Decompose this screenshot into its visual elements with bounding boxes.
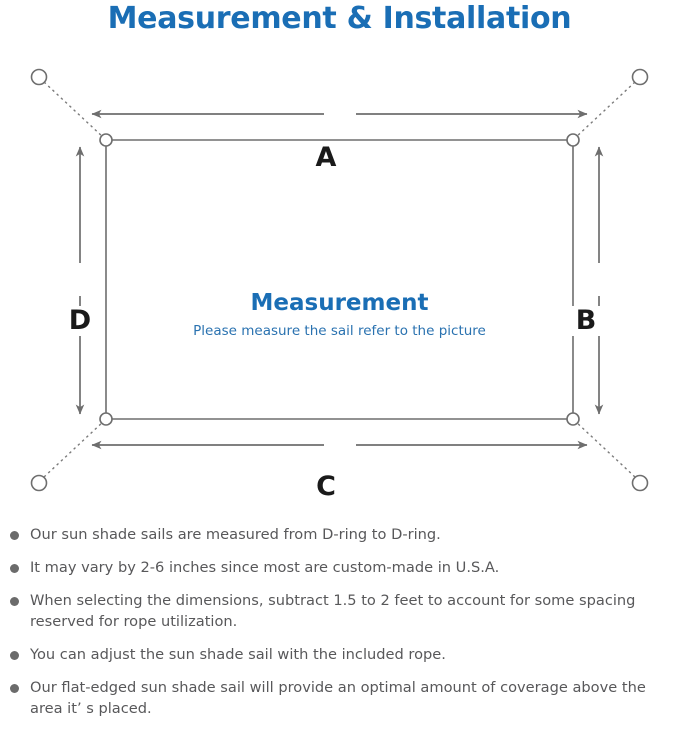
bullet-icon — [10, 684, 19, 693]
anchor-point-top-left — [30, 68, 48, 86]
notes-list: Our sun shade sails are measured from D-… — [0, 524, 679, 731]
rope-top-right — [574, 81, 636, 139]
list-item: Our flat-edged sun shade sail will provi… — [0, 677, 679, 719]
dimension-label-a: A — [306, 143, 346, 173]
sun-shade-sail-measurement-diagram: Measurement Please measure the sail refe… — [0, 48, 679, 518]
note-text: It may vary by 2-6 inches since most are… — [30, 559, 500, 576]
bullet-icon — [10, 531, 19, 540]
sail-rectangle — [105, 139, 574, 420]
anchor-point-top-right — [631, 68, 649, 86]
anchor-point-bottom-left — [30, 474, 48, 492]
note-text: Our sun shade sails are measured from D-… — [30, 526, 441, 543]
rope-top-left — [43, 81, 105, 139]
anchor-point-bottom-right — [631, 474, 649, 492]
dimension-label-d: D — [60, 306, 100, 336]
list-item: You can adjust the sun shade sail with t… — [0, 644, 679, 665]
dimension-label-c: C — [306, 472, 346, 502]
rope-bottom-left — [43, 420, 105, 478]
dimension-label-b: B — [566, 306, 606, 336]
note-text: You can adjust the sun shade sail with t… — [30, 646, 446, 663]
bullet-icon — [10, 597, 19, 606]
note-text: When selecting the dimensions, subtract … — [30, 592, 636, 630]
list-item: When selecting the dimensions, subtract … — [0, 590, 679, 632]
d-ring-top-right — [566, 133, 580, 147]
d-ring-bottom-left — [99, 412, 113, 426]
bullet-icon — [10, 651, 19, 660]
bullet-icon — [10, 564, 19, 573]
list-item: Our sun shade sails are measured from D-… — [0, 524, 679, 545]
diagram-svg — [30, 68, 649, 492]
d-ring-bottom-right — [566, 412, 580, 426]
d-ring-top-left — [99, 133, 113, 147]
note-text: Our flat-edged sun shade sail will provi… — [30, 679, 646, 717]
rope-bottom-right — [574, 420, 636, 478]
page-title: Measurement & Installation — [107, 1, 572, 36]
list-item: It may vary by 2-6 inches since most are… — [0, 557, 679, 578]
